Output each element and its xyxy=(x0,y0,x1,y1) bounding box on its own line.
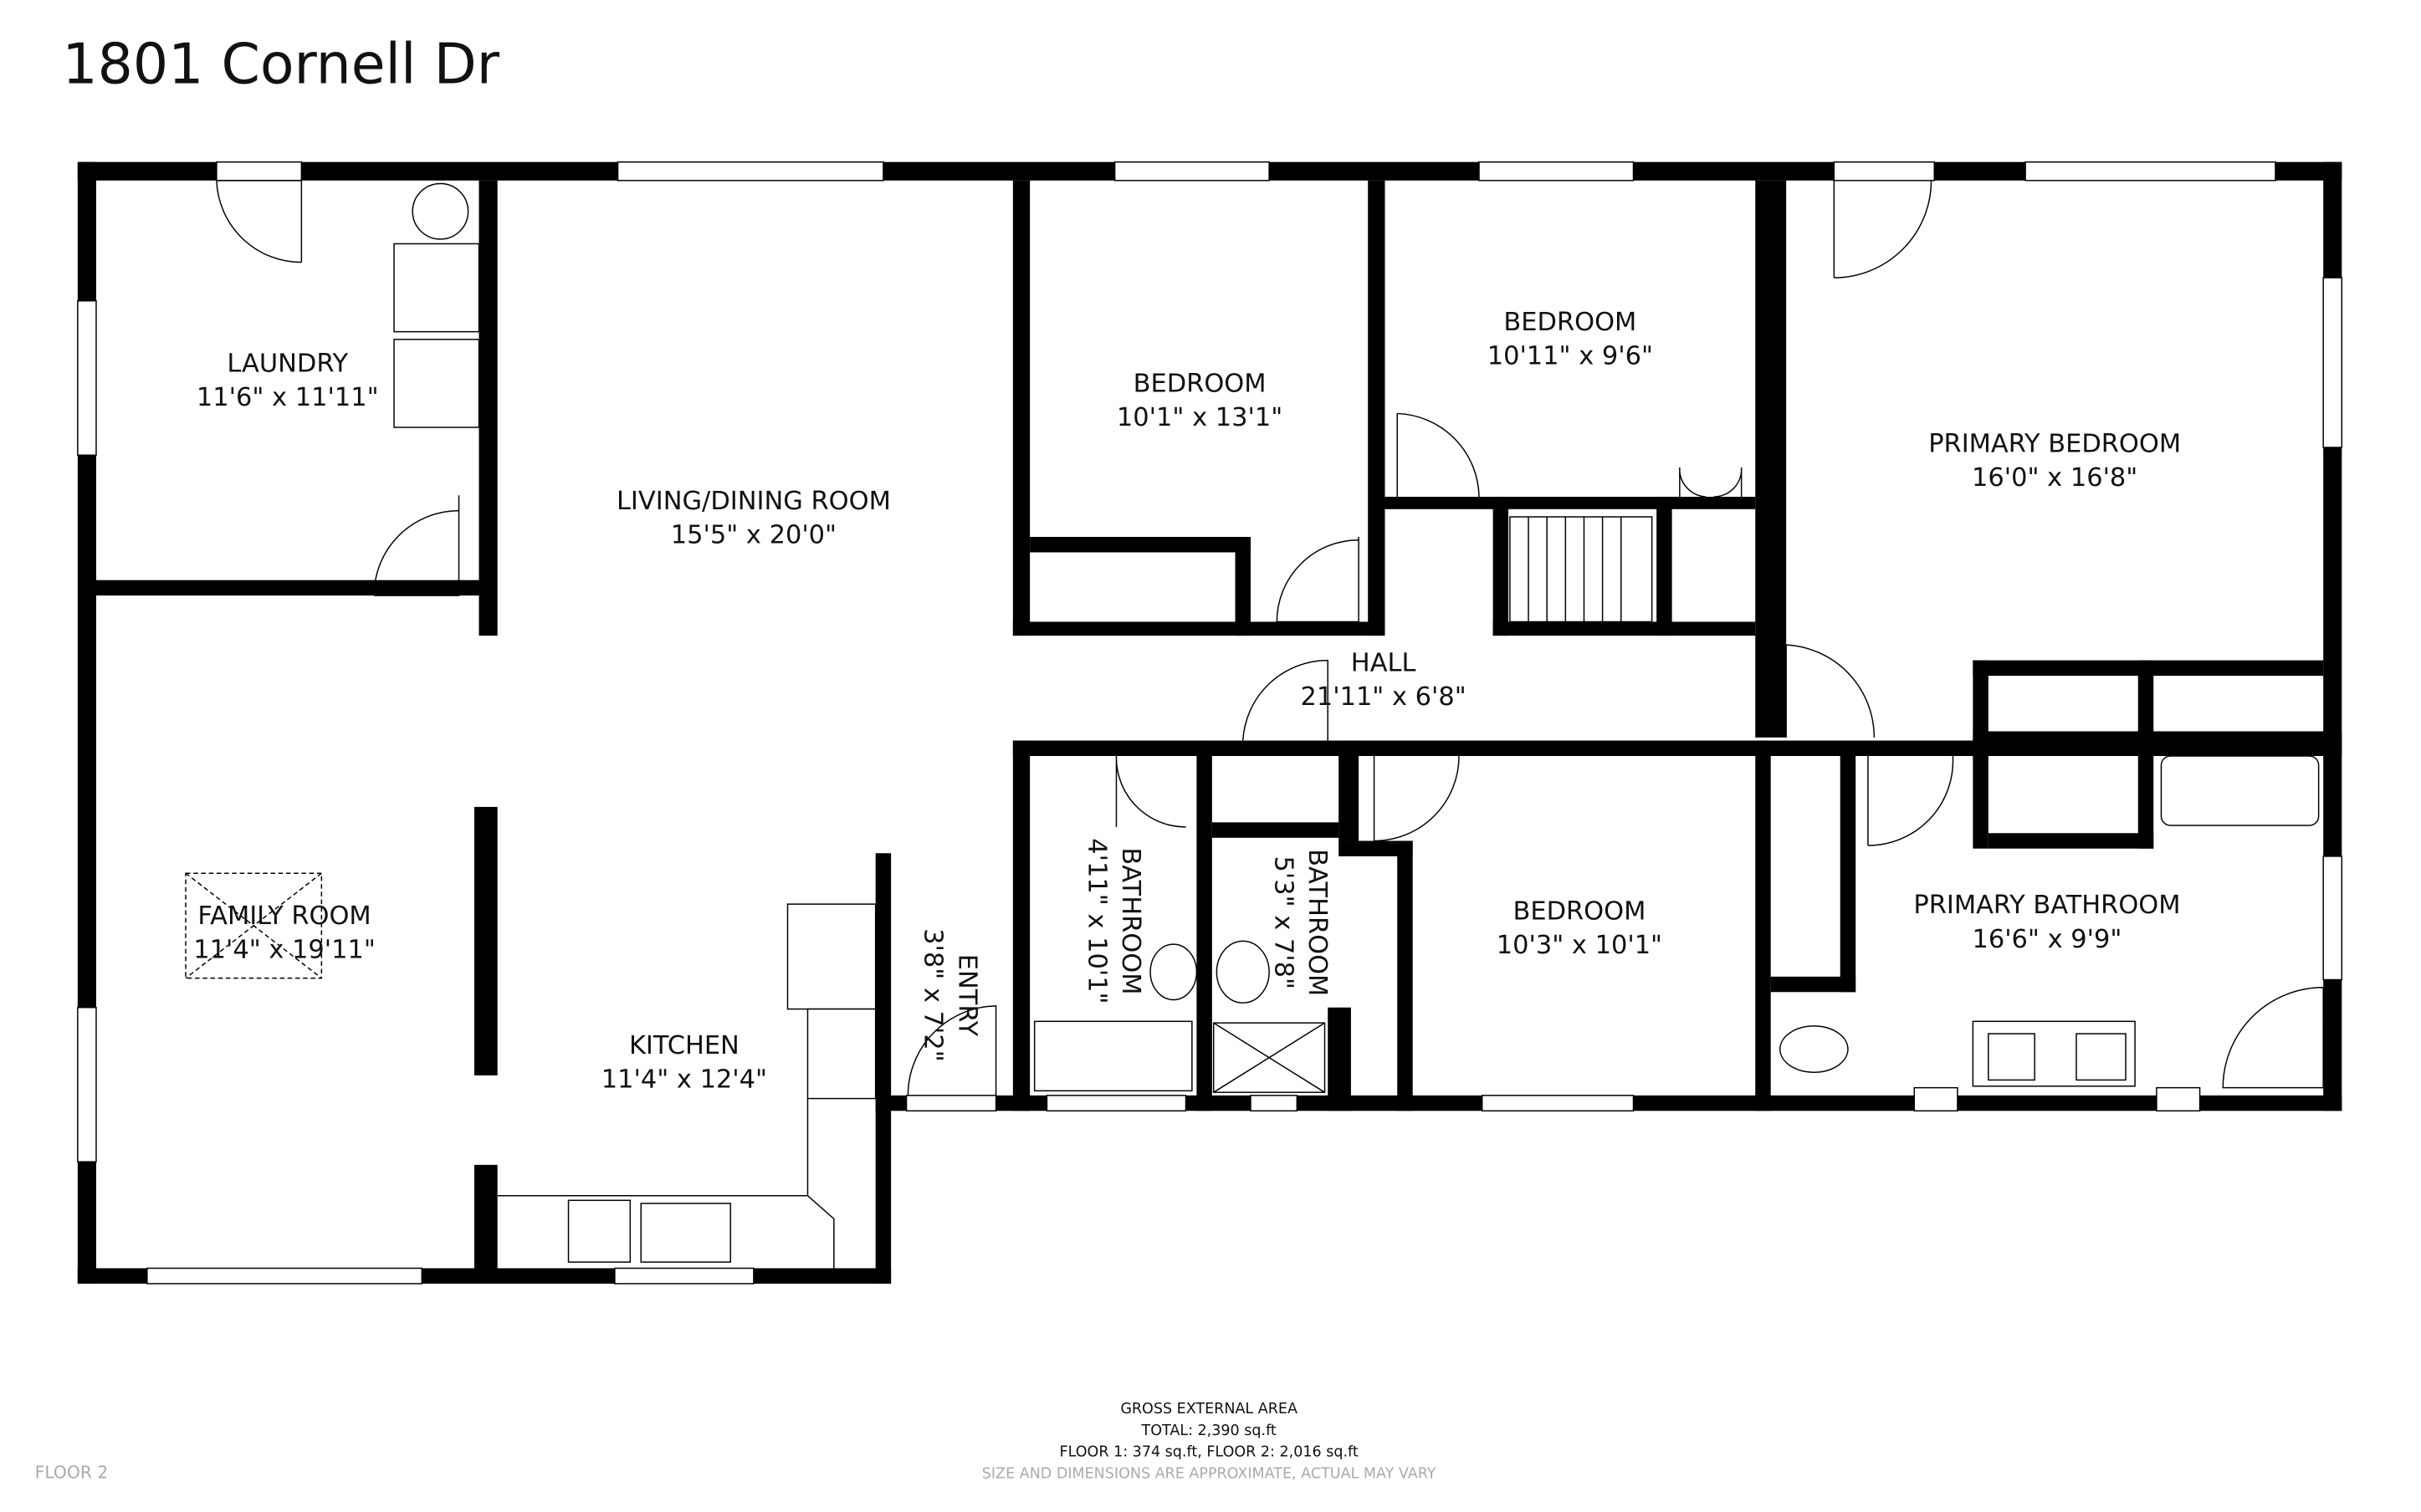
family-dims: 11'4" x 19'11" xyxy=(193,936,376,965)
bathroom1-name: BATHROOM xyxy=(1116,847,1145,994)
room-labels: LAUNDRY 11'6" x 11'11" LIVING/DINING ROO… xyxy=(193,308,2181,1095)
primary-bedroom-dims: 16'0" x 16'8" xyxy=(1972,463,2137,493)
footer: GROSS EXTERNAL AREA TOTAL: 2,390 sq.ft F… xyxy=(35,1401,1436,1482)
bedroom2-dims: 10'11" x 9'6" xyxy=(1487,341,1653,370)
doors xyxy=(216,180,1954,1096)
kitchen-dims: 11'4" x 12'4" xyxy=(601,1065,767,1095)
floor-label: FLOOR 2 xyxy=(35,1462,109,1482)
primary-bath-dims: 16'6" x 9'9" xyxy=(1972,925,2122,954)
bedroom2-name: BEDROOM xyxy=(1503,308,1636,337)
primary-bath-name: PRIMARY BATHROOM xyxy=(1913,891,2180,920)
living-dims: 15'5" x 20'0" xyxy=(671,520,837,549)
total-area: TOTAL: 2,390 sq.ft xyxy=(1141,1423,1277,1439)
gross-area-heading: GROSS EXTERNAL AREA xyxy=(1120,1401,1298,1418)
bedroom1-name: BEDROOM xyxy=(1134,370,1267,399)
entry-dims: 3'8" x 7'2" xyxy=(919,928,948,1062)
entry-name: ENTRY xyxy=(952,954,981,1037)
page-title: 1801 Cornell Dr xyxy=(62,32,499,97)
floor-areas: FLOOR 1: 374 sq.ft, FLOOR 2: 2,016 sq.ft xyxy=(1060,1444,1359,1461)
kitchen-name: KITCHEN xyxy=(629,1031,740,1060)
primary-bedroom-name: PRIMARY BEDROOM xyxy=(1928,430,2181,459)
disclaimer: SIZE AND DIMENSIONS ARE APPROXIMATE, ACT… xyxy=(982,1465,1436,1482)
bathroom1-dims: 4'11" x 10'1" xyxy=(1082,838,1111,1004)
living-name: LIVING/DINING ROOM xyxy=(617,487,891,516)
bedroom3-name: BEDROOM xyxy=(1512,897,1646,927)
family-name: FAMILY ROOM xyxy=(197,902,371,931)
bedroom3-dims: 10'3" x 10'1" xyxy=(1497,931,1662,960)
laundry-name: LAUNDRY xyxy=(227,350,348,379)
laundry-dims: 11'6" x 11'11" xyxy=(197,383,379,412)
bathroom2-dims: 5'3" x 7'8" xyxy=(1268,856,1298,989)
fixtures xyxy=(185,182,2324,1269)
bathroom2-name: BATHROOM xyxy=(1303,849,1332,996)
bedroom1-dims: 10'1" x 13'1" xyxy=(1117,403,1282,432)
windows xyxy=(77,161,2343,1285)
walls xyxy=(77,161,2342,1284)
hall-dims: 21'11" x 6'8" xyxy=(1300,682,1466,712)
hall-name: HALL xyxy=(1351,649,1416,678)
